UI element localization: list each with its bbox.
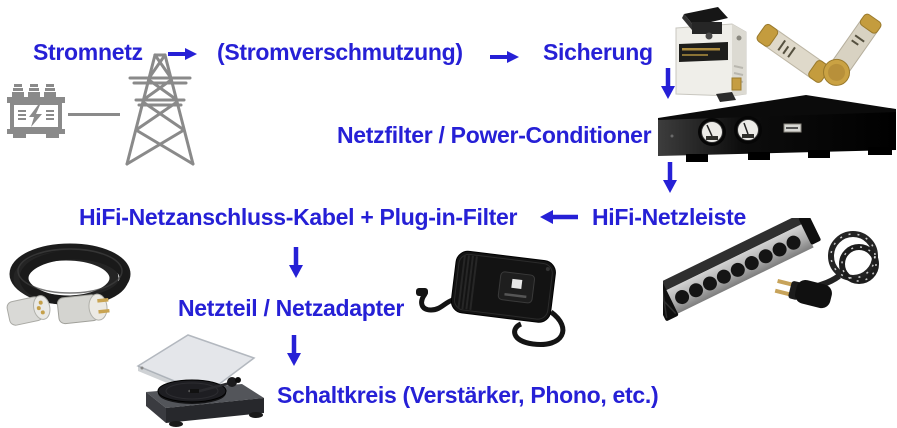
transformer-substation-icon — [7, 84, 65, 138]
arrow-down-kabel-to-netzteil — [289, 247, 303, 278]
audio-fuses-photo — [756, 13, 882, 86]
label-stromverschmutzung: (Stromverschmutzung) — [217, 39, 463, 65]
label-netzfilter: Netzfilter / Power-Conditioner — [337, 122, 652, 148]
turntable-photo — [136, 334, 264, 427]
arrow-down-netzfilter-to-netzleiste — [663, 162, 677, 193]
fuse-holder-photo — [675, 7, 747, 102]
power-pylon-icon — [125, 53, 195, 166]
power-cable-photo — [6, 243, 131, 326]
label-kabel-filter: HiFi-Netzanschluss-Kabel + Plug-in-Filte… — [79, 204, 518, 230]
power-conditioner-photo — [658, 95, 896, 162]
label-stromnetz: Stromnetz — [33, 39, 143, 65]
label-netzleiste: HiFi-Netzleiste — [592, 204, 746, 230]
label-sicherung: Sicherung — [543, 39, 653, 65]
arrow-right-verschmutzung-to-sicherung — [490, 51, 519, 63]
arrow-left-netzleiste-to-kabel — [540, 210, 578, 224]
label-schaltkreis: Schaltkreis (Verstärker, Phono, etc.) — [277, 382, 659, 408]
grid-connection-line — [68, 113, 120, 116]
arrow-right-stromnetz-to-verschmutzung — [168, 48, 197, 60]
power-adapter-photo — [416, 250, 566, 347]
arrow-down-netzteil-to-schaltkreis — [287, 335, 301, 366]
arrow-down-sicherung-to-netzfilter — [661, 68, 675, 99]
power-strip-photo — [663, 218, 879, 321]
label-netzteil: Netzteil / Netzadapter — [178, 295, 405, 321]
